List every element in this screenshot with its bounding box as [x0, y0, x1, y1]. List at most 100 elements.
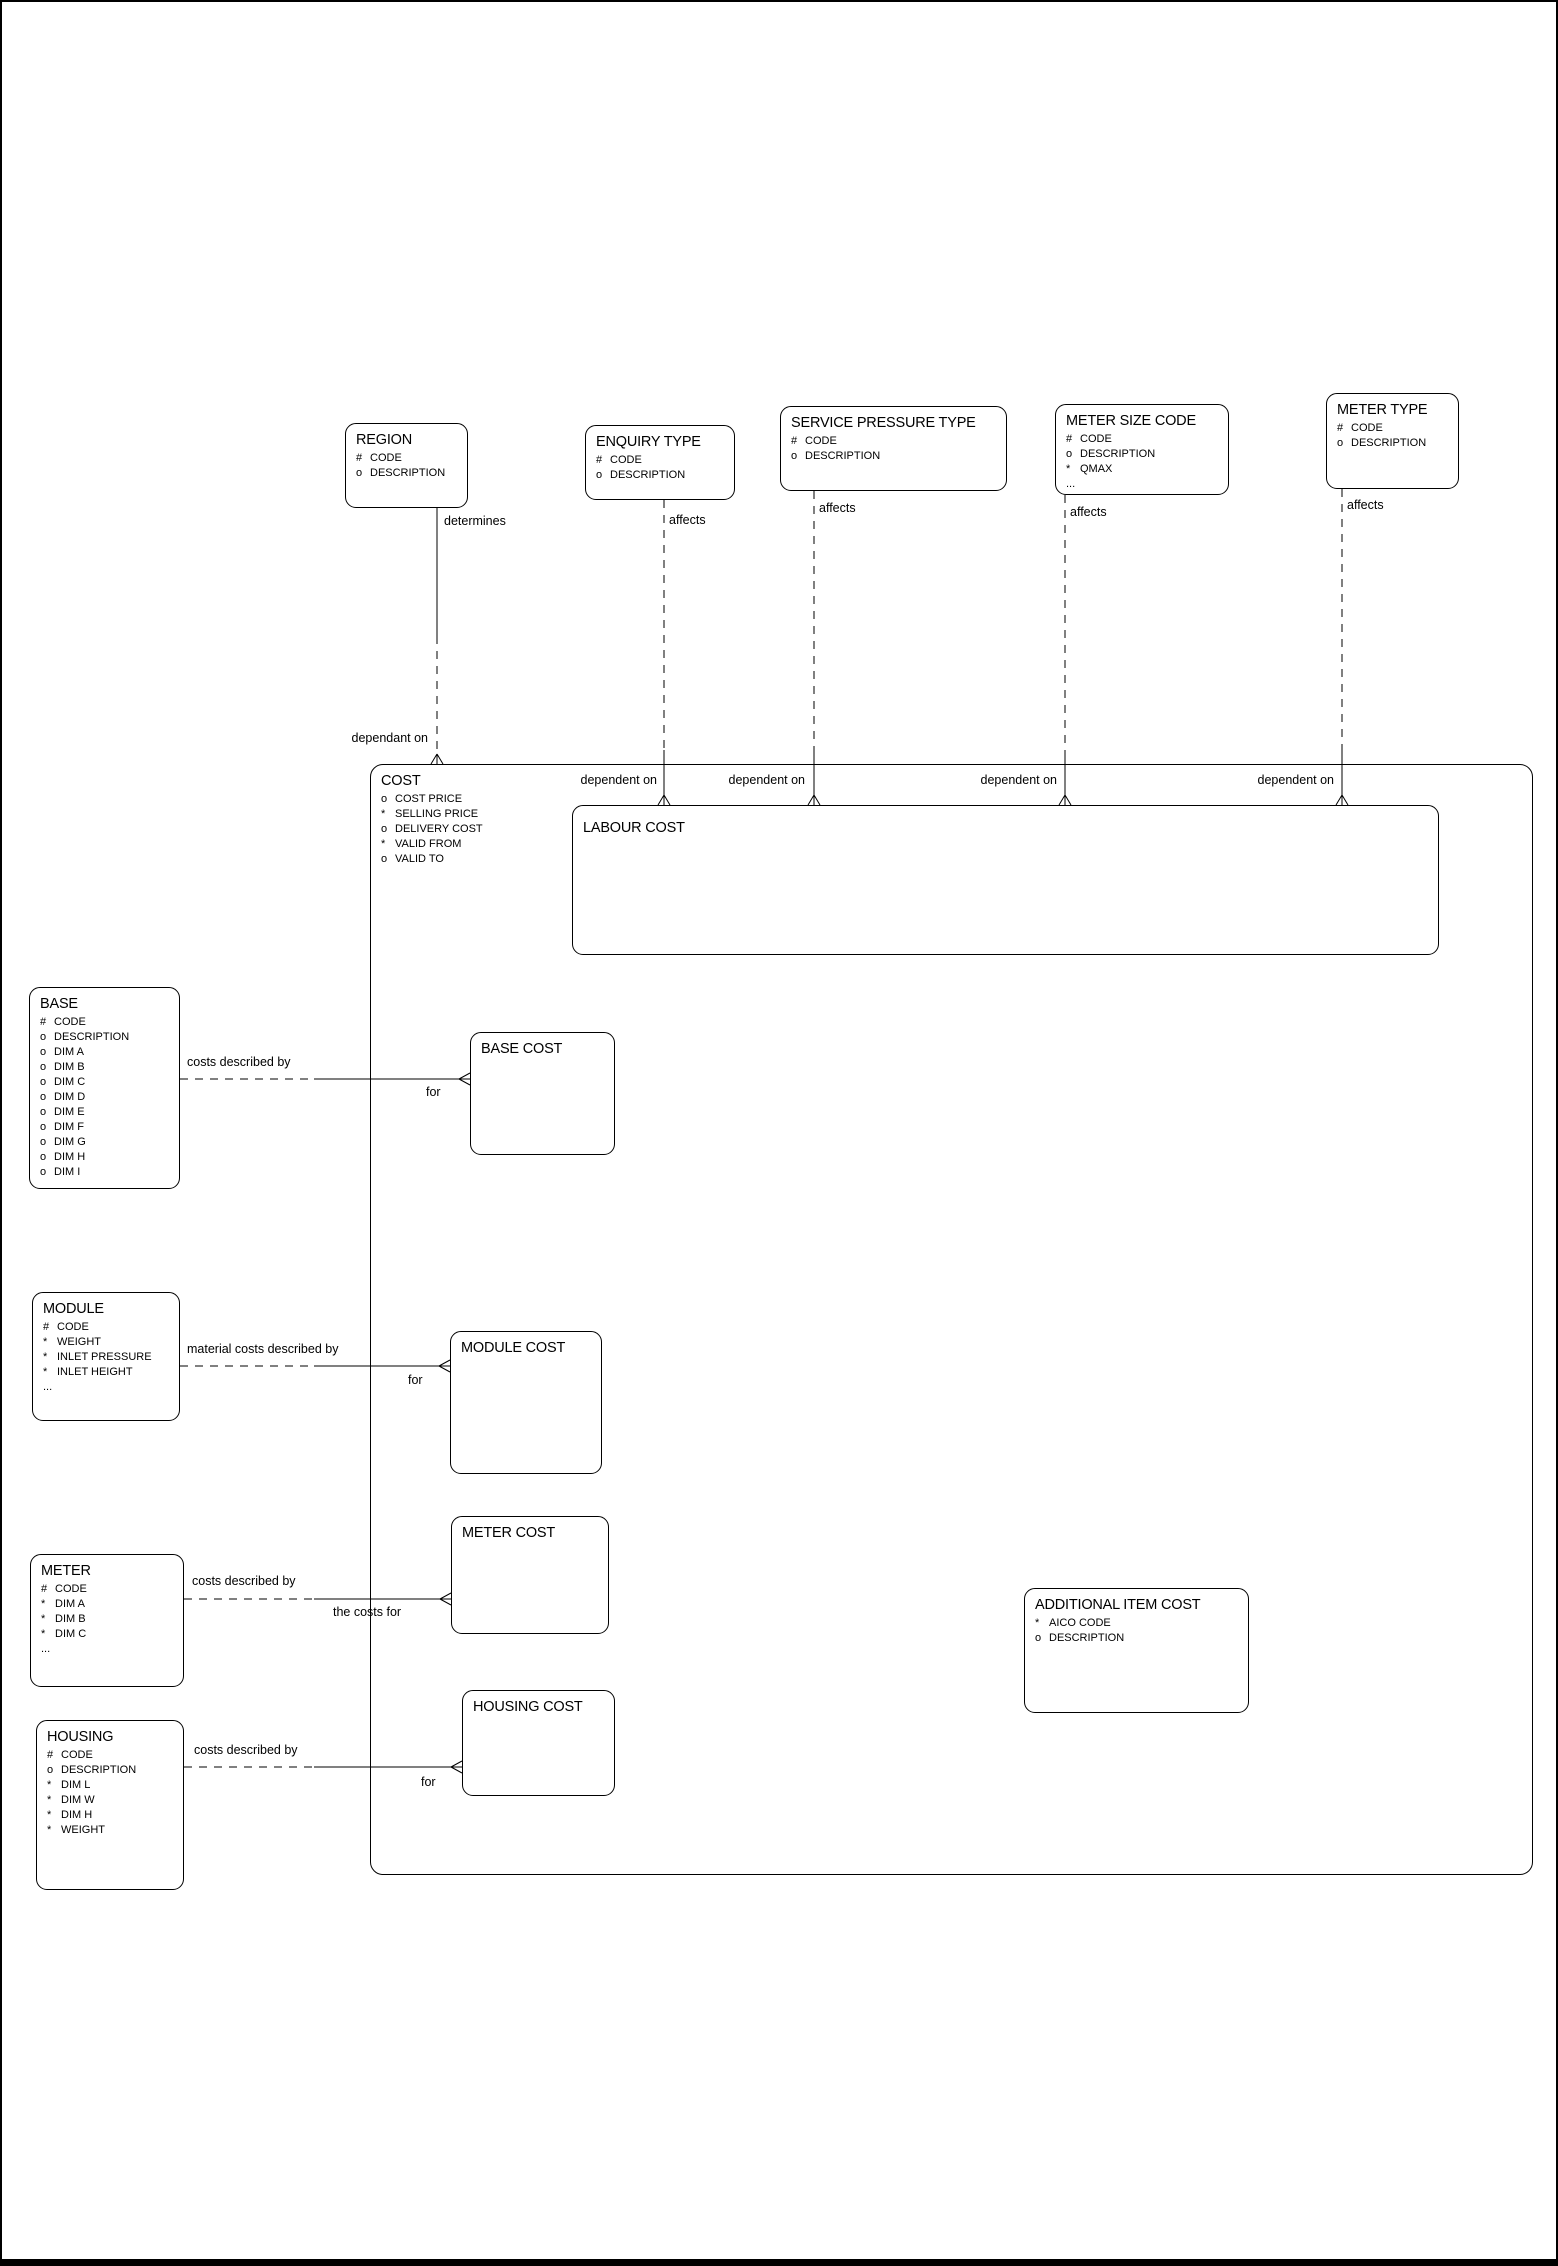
relationship-housing-housing-cost [184, 1760, 463, 1774]
attribute-name: VALID TO [395, 853, 444, 865]
attribute-name: DIM L [61, 1779, 91, 1791]
crow-foot-icon [450, 1760, 463, 1774]
attribute-prefix: o [381, 853, 388, 865]
attribute-name: DESCRIPTION [1351, 437, 1427, 449]
relationship-label-affects: affects [1347, 498, 1384, 512]
attribute-prefix: o [1035, 1632, 1042, 1644]
attribute-prefix: o [1066, 448, 1073, 460]
attribute-prefix: * [47, 1779, 52, 1791]
entity-title: REGION [356, 432, 412, 448]
attribute-prefix: * [1035, 1617, 1040, 1629]
entity-module[interactable]: MODULE #CODE*WEIGHT*INLET PRESSURE*INLET… [32, 1292, 180, 1421]
attribute-row: #CODE [791, 434, 1002, 449]
relationship-enquiry-type-labour-cost [657, 500, 671, 806]
attribute-prefix: ... [43, 1381, 53, 1393]
relationship-base-base-cost [180, 1072, 471, 1086]
attribute-prefix: # [43, 1321, 50, 1333]
attribute-name: DIM A [54, 1046, 84, 1058]
attribute-row: o DESCRIPTION [791, 449, 1002, 464]
relationship-label-material-costs-described-by: material costs described by [187, 1342, 339, 1356]
attribute-prefix: ... [41, 1643, 51, 1655]
relationship-label-dependant-on: dependant on [351, 731, 428, 745]
attribute-row: #CODE [47, 1748, 179, 1763]
attribute-prefix: o [40, 1031, 47, 1043]
attribute-prefix: o [40, 1061, 47, 1073]
relationship-label-affects: affects [819, 501, 856, 515]
entity-meter-cost[interactable]: METER COST [451, 1516, 609, 1634]
attribute-row: *DIM A [41, 1597, 179, 1612]
entity-title: MODULE [43, 1301, 104, 1317]
entity-housing-cost[interactable]: HOUSING COST [462, 1690, 615, 1796]
attribute-prefix: # [1066, 433, 1073, 445]
attribute-name: DESCRIPTION [805, 450, 881, 462]
attribute-prefix: * [41, 1613, 46, 1625]
entity-title: HOUSING COST [473, 1699, 583, 1715]
entity-title: COST [381, 773, 421, 789]
relationship-label-for: for [408, 1373, 423, 1387]
attribute-row: #CODE [43, 1320, 175, 1335]
attribute-row: *WEIGHT [47, 1823, 179, 1838]
attribute-prefix: o [356, 467, 363, 479]
entity-title: METER [41, 1563, 91, 1579]
entity-meter[interactable]: METER #CODE*DIM A*DIM B*DIM C... [30, 1554, 184, 1687]
relationship-service-pressure-type-labour-cost [807, 491, 821, 806]
attribute-name: INLET PRESSURE [57, 1351, 152, 1363]
entity-title: METER TYPE [1337, 402, 1428, 418]
attribute-row: * DIM B [41, 1612, 179, 1627]
attribute-name: DIM B [55, 1613, 86, 1625]
attribute-name: DIM H [61, 1809, 93, 1821]
attribute-row: *DIM C [41, 1627, 179, 1642]
attribute-prefix: * [43, 1336, 48, 1348]
attribute-name: AICO CODE [1049, 1617, 1111, 1629]
entity-base-cost[interactable]: BASE COST [470, 1032, 615, 1155]
entity-labour-cost[interactable]: LABOUR COST [572, 805, 1439, 955]
entity-title: LABOUR COST [583, 820, 685, 836]
attribute-name: DESCRIPTION [610, 469, 686, 481]
attribute-name: CODE [1351, 422, 1383, 434]
entity-title: SERVICE PRESSURE TYPE [791, 415, 976, 431]
crow-foot-icon [1335, 794, 1349, 806]
attribute-prefix: o [791, 450, 798, 462]
attribute-prefix: o [40, 1166, 47, 1178]
entity-module-cost[interactable]: MODULE COST [450, 1331, 602, 1474]
attribute-prefix: o [40, 1136, 47, 1148]
attribute-row: *WEIGHT [43, 1335, 175, 1350]
attribute-name: DIM C [54, 1076, 86, 1088]
attribute-name: DIM W [61, 1794, 95, 1806]
attribute-prefix: * [381, 808, 386, 820]
attribute-name: DESCRIPTION [61, 1764, 137, 1776]
relationship-label-dependent-on: dependent on [980, 773, 1057, 787]
entity-title: BASE COST [481, 1041, 563, 1057]
attribute-row: *QMAX [1066, 462, 1224, 477]
attribute-row: *VALID FROM [381, 837, 1528, 852]
attribute-row: ... [43, 1380, 175, 1395]
attribute-row: #CODE [1337, 421, 1454, 436]
relationship-label-dependent-on: dependent on [1257, 773, 1334, 787]
attribute-prefix: # [356, 452, 363, 464]
relationship-label-costs-described-by: costs described by [194, 1743, 298, 1757]
crow-foot-icon [1058, 794, 1072, 806]
relationship-label-costs-described-by: costs described by [192, 1574, 296, 1588]
relationship-label-dependent-on: dependent on [580, 773, 657, 787]
attribute-name: DIM E [54, 1106, 85, 1118]
